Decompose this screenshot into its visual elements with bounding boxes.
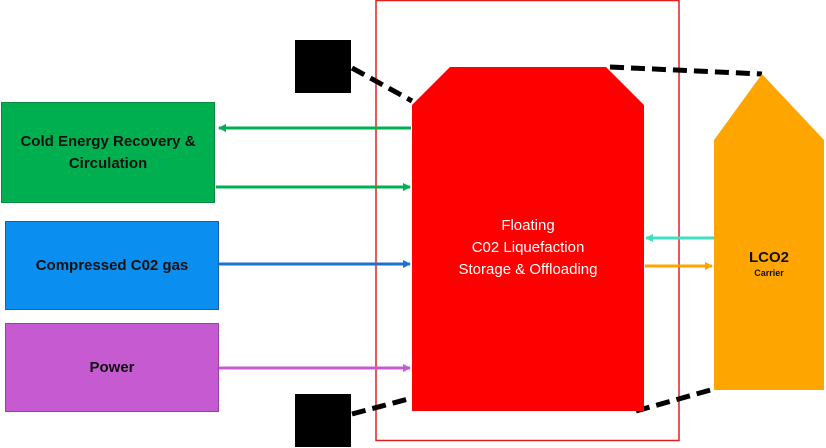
hub-label-line-3: Storage & Offloading xyxy=(458,261,598,278)
lco2-carrier-label: LCO2 Carrier xyxy=(714,249,824,279)
mooring-line-top xyxy=(350,65,414,104)
mooring-buoy-top xyxy=(295,40,351,93)
compressed-co2-gas-box: Compressed C02 gas xyxy=(5,221,219,310)
hub-label-line-2: C02 Liquefaction xyxy=(471,239,585,256)
liquefaction-hub-shape xyxy=(412,67,644,411)
power-label: Power xyxy=(89,358,135,376)
liquefaction-hub-label: Floating C02 Liquefaction Storage & Offl… xyxy=(412,215,644,281)
lco2-carrier-shape xyxy=(714,74,824,390)
carrier-hose-top xyxy=(609,64,763,77)
cold-energy-recovery-box: Cold Energy Recovery & Circulation xyxy=(1,102,215,203)
hub-label-line-1: Floating xyxy=(501,217,555,234)
carrier-hose-bottom xyxy=(635,386,715,414)
cold-energy-recovery-label: Cold Energy Recovery & Circulation xyxy=(20,132,196,172)
mooring-buoy-bottom xyxy=(295,394,351,447)
compressed-co2-gas-label: Compressed C02 gas xyxy=(35,256,189,274)
carrier-subtitle: Carrier xyxy=(754,268,784,278)
facility-frame xyxy=(375,0,680,442)
power-box: Power xyxy=(5,323,219,412)
mooring-line-bottom xyxy=(351,395,413,417)
carrier-title: LCO2 xyxy=(748,249,789,266)
